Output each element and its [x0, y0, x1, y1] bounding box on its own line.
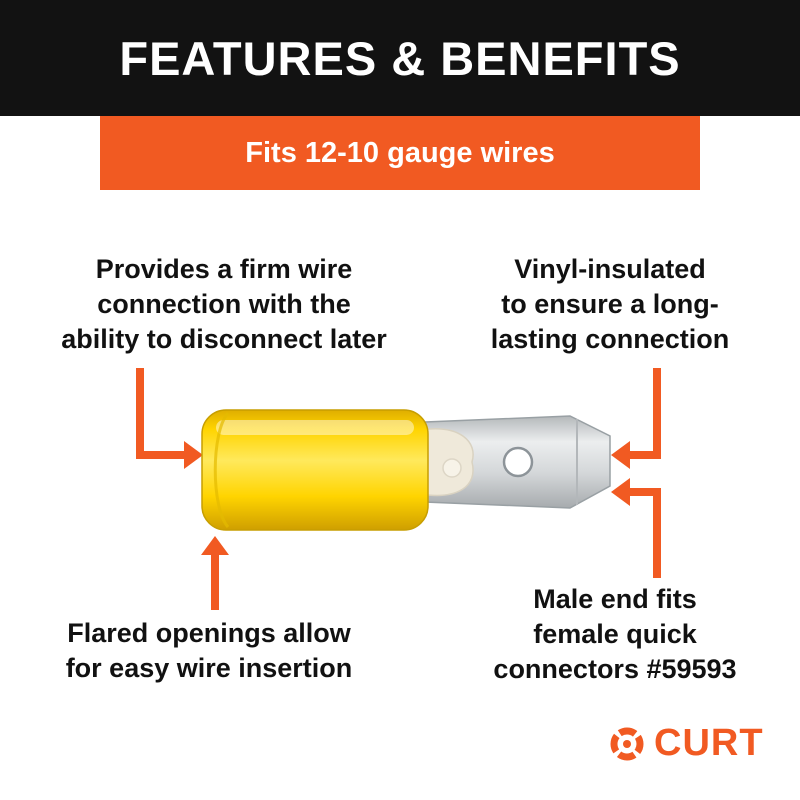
- callout-line: for easy wire insertion: [65, 653, 353, 683]
- callout-line: lasting connection: [490, 324, 730, 354]
- page-title: FEATURES & BENEFITS: [119, 31, 681, 85]
- arrow-line: [630, 488, 661, 496]
- callout-line: Provides a firm wire: [95, 254, 353, 284]
- callout-line: to ensure a long-: [501, 289, 719, 319]
- callout-line: connectors #59593: [493, 654, 737, 684]
- terminal-connector-image: [201, 409, 611, 531]
- callout-line: connection with the: [97, 289, 351, 319]
- callout-line: female quick: [533, 619, 697, 649]
- arrow-head-left-icon: [611, 478, 630, 506]
- blade-hole: [502, 446, 534, 478]
- arrow-line: [653, 488, 661, 578]
- curt-logo-text: CURT: [654, 722, 764, 764]
- callout-flared-openings: Flared openings allow for easy wire inse…: [18, 616, 400, 686]
- gauge-banner-text: Fits 12-10 gauge wires: [245, 136, 555, 169]
- callout-vinyl-insulated: Vinyl-insulated to ensure a long- lastin…: [452, 252, 768, 357]
- callout-line: Flared openings allow: [67, 618, 351, 648]
- terminal-connector-illustration: [180, 390, 640, 550]
- gauge-banner: Fits 12-10 gauge wires: [100, 116, 700, 190]
- arrow-line: [136, 368, 144, 459]
- callout-firm-connection: Provides a firm wire connection with the…: [28, 252, 420, 357]
- features-benefits-header: FEATURES & BENEFITS: [0, 0, 800, 116]
- plastic-nub: [442, 458, 462, 478]
- callout-male-end: Male end fits female quick connectors #5…: [458, 582, 772, 687]
- vinyl-sleeve: [201, 409, 429, 531]
- arrow-line: [211, 553, 219, 610]
- arrow-line: [630, 451, 661, 459]
- sleeve-flared-rim: [213, 412, 230, 528]
- callout-line: Male end fits: [533, 584, 697, 614]
- arrow-head-right-icon: [184, 441, 203, 469]
- arrow-line: [136, 451, 185, 459]
- callout-line: ability to disconnect later: [61, 324, 387, 354]
- sleeve-highlight: [216, 420, 414, 435]
- curt-logo-icon: [610, 727, 644, 760]
- arrow-head-left-icon: [611, 441, 630, 469]
- arrow-head-up-icon: [201, 536, 229, 555]
- callout-line: Vinyl-insulated: [514, 254, 706, 284]
- curt-logo: CURT: [608, 722, 764, 765]
- arrow-line: [653, 368, 661, 459]
